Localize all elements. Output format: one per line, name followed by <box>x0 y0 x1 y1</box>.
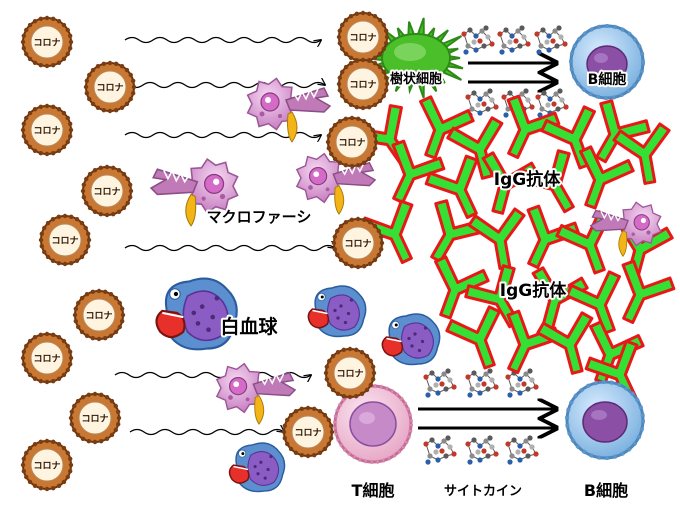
igg-antibody <box>565 270 621 335</box>
igg-antibody <box>424 154 479 219</box>
wavy-arrow <box>124 246 335 252</box>
igg-antibody <box>506 94 561 159</box>
label-b-cell-bottom: B細胞 <box>584 481 628 500</box>
igg-antibody <box>481 151 539 215</box>
virus-motion-arrows <box>114 36 335 436</box>
virus-label: コロナ <box>81 414 108 425</box>
wavy-arrow <box>114 83 325 89</box>
label-dendritic-cell: 樹状細胞 <box>390 71 442 87</box>
wavy-arrow <box>124 36 321 43</box>
white-blood-cell <box>307 285 367 338</box>
b-cell-bottom <box>565 380 645 460</box>
label-b-cell-top: B細胞 <box>588 71 627 88</box>
virus-label: コロナ <box>336 369 363 380</box>
igg-antibody <box>467 207 526 270</box>
label-cytokine: サイトカイン <box>444 484 522 499</box>
label-white-blood-cell: 白血球 <box>220 315 278 338</box>
coronavirus: コロナ <box>68 391 122 445</box>
cytokine-molecule <box>535 88 569 118</box>
wavy-arrow <box>129 430 284 436</box>
virus-label: コロナ <box>33 38 60 49</box>
macrophage <box>295 152 377 215</box>
coronavirus: コロナ <box>20 438 74 492</box>
white-blood-cell <box>155 277 238 351</box>
cytokine-molecule <box>505 368 539 398</box>
coronavirus: コロナ <box>20 331 74 385</box>
virus-label: コロナ <box>338 138 365 149</box>
b-cell-top <box>569 24 645 100</box>
igg-antibody <box>419 95 475 160</box>
dendritic-cell <box>361 17 464 99</box>
igg-antibody <box>621 259 676 324</box>
coronavirus: コロナ <box>72 288 126 342</box>
igg-antibody <box>430 199 486 264</box>
coronaviruses: コロナコロナコロナコロナコロナコロナコロナコロナコロナコロナコロナコロナコロナコ… <box>20 10 390 492</box>
cytokine-molecule <box>423 435 457 465</box>
cytokine-molecule <box>505 435 539 465</box>
cytokine-molecule <box>465 368 499 398</box>
macrophage <box>149 157 239 227</box>
macrophages <box>149 77 662 425</box>
coronavirus: コロナ <box>38 213 92 267</box>
coronavirus: コロナ <box>20 103 74 157</box>
coronavirus: コロナ <box>83 60 137 114</box>
virus-label: コロナ <box>33 461 60 472</box>
white-blood-cell <box>228 442 286 493</box>
coronavirus: コロナ <box>80 164 134 218</box>
igg-antibody <box>434 255 490 320</box>
cytokine-molecule <box>461 25 495 55</box>
virus-label: コロナ <box>85 311 112 322</box>
igg-antibody <box>519 149 575 214</box>
coronavirus: コロナ <box>281 405 335 459</box>
white-blood-cell <box>381 313 441 366</box>
macrophage <box>589 201 662 258</box>
coronavirus: コロナ <box>331 216 385 270</box>
virus-label: コロナ <box>294 428 321 439</box>
label-igg-lower: IgG抗体 <box>500 280 567 301</box>
cytokine-molecule <box>534 25 568 55</box>
igg-antibody <box>445 305 501 370</box>
cytokine-molecule <box>423 368 457 398</box>
virus-label: コロナ <box>51 236 78 247</box>
igg-antibody <box>531 266 589 330</box>
macrophage <box>246 77 332 143</box>
cytokine-molecule <box>465 435 499 465</box>
virus-label: コロナ <box>96 83 123 94</box>
signal-arrows <box>418 63 555 428</box>
igg-antibody <box>464 264 520 329</box>
igg-antibody <box>536 311 594 375</box>
igg-antibody <box>391 139 446 204</box>
coronavirus: コロナ <box>325 115 379 169</box>
virus-label: コロナ <box>349 33 376 44</box>
virus-label: コロナ <box>33 126 60 137</box>
coronavirus: コロナ <box>336 10 390 64</box>
macrophage <box>215 362 297 425</box>
virus-label: コロナ <box>33 354 60 365</box>
label-macrophage: マクロファーシ <box>207 208 312 226</box>
virus-label: コロナ <box>344 239 371 250</box>
coronavirus: コロナ <box>20 15 74 69</box>
igg-antibody <box>612 122 671 185</box>
white-blood-cells <box>155 277 441 493</box>
virus-label: コロナ <box>93 187 120 198</box>
igg-antibody <box>579 145 635 210</box>
coronavirus: コロナ <box>336 57 390 111</box>
coronavirus: コロナ <box>323 346 377 400</box>
virus-label: コロナ <box>349 80 376 91</box>
cytokine-molecule <box>497 25 531 55</box>
label-t-cell: T細胞 <box>352 481 395 500</box>
label-igg-upper: IgG抗体 <box>494 169 561 190</box>
t-cell <box>333 384 413 464</box>
igg-antibodies <box>354 94 676 404</box>
